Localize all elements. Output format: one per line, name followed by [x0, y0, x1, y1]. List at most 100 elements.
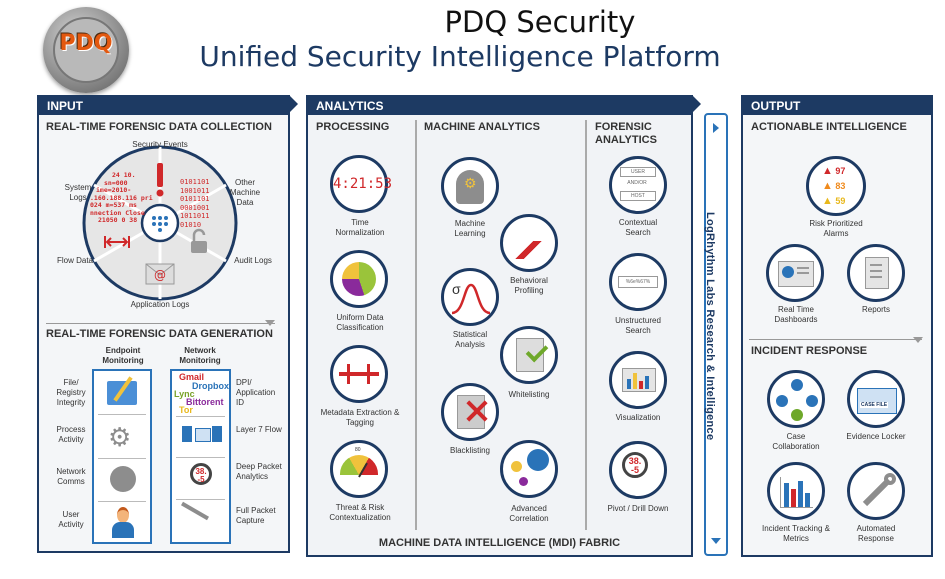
correlation-bubble — [527, 449, 549, 471]
unstructured-search-circle: %6e%67% — [609, 253, 667, 311]
incident-tracking-circle — [767, 462, 825, 520]
label-unstructured-search: Unstructured Search — [615, 316, 661, 335]
search-field: USER — [620, 167, 656, 177]
binary-line: 0001001 — [180, 203, 210, 212]
label-reports: Reports — [861, 305, 890, 314]
pivot-value: -5 — [630, 465, 639, 475]
tag-icon — [347, 364, 350, 384]
log-line: nnection Close — [90, 208, 145, 217]
label-incident-tracking: Incident Tracking & Metrics — [761, 524, 831, 543]
case-file-icon: CASE FILE — [857, 388, 897, 414]
chevron-down-icon — [265, 320, 275, 326]
label-case-collaboration: Case Collaboration — [772, 432, 820, 451]
label-dashboards: Real Time Dashboards — [774, 305, 818, 324]
label-blacklisting: Blacklisting — [449, 446, 490, 455]
row-label-deep-packet: Deep Packet Analytics — [236, 462, 282, 481]
alarm-row: ▲ 83 — [822, 180, 846, 192]
divider — [176, 416, 225, 417]
actionable-title: ACTIONABLE INTELLIGENCE — [751, 121, 907, 133]
collaboration-icon — [776, 395, 788, 407]
label-time-normalization: Time Normalization — [335, 218, 385, 237]
app-name: Bittorent — [186, 397, 224, 407]
magnifier-icon: 38. -5 — [622, 452, 648, 478]
vertical-label: LogRhythm Labs Research & Intelligence — [704, 212, 716, 441]
log-line: .160.188.116 pri — [90, 193, 153, 202]
svg-text:@: @ — [154, 268, 166, 282]
gauge-icon — [340, 455, 378, 475]
contextual-search-circle: USER AND/OR HOST — [609, 156, 667, 214]
hub-dots-icon — [152, 216, 168, 232]
row-label-dpi-app-id: DPI/ Application ID — [236, 378, 276, 407]
log-line: 24 10. — [112, 171, 136, 179]
label-evidence-locker: Evidence Locker — [846, 432, 906, 441]
pie-icon — [342, 262, 376, 296]
search-field: AND/OR — [627, 180, 647, 186]
collection-title: REAL-TIME FORENSIC DATA COLLECTION — [46, 121, 272, 133]
generation-title: REAL-TIME FORENSIC DATA GENERATION — [46, 328, 273, 340]
correlation-bubble — [511, 461, 522, 472]
chevron-down-icon — [711, 538, 721, 544]
envelope-icon: @ — [145, 263, 175, 285]
logo-text: PDQ — [59, 31, 113, 56]
behavioral-circle — [500, 214, 558, 272]
divider — [98, 501, 146, 502]
flow-arrows-icon — [104, 236, 130, 248]
collaboration-icon — [791, 409, 803, 421]
alarm-value: 83 — [835, 181, 846, 191]
wheel-label-other-machine-data: Other Machine Data — [229, 178, 261, 207]
statistical-circle: σ — [441, 268, 499, 326]
log-line: ime=2010- — [96, 186, 132, 194]
label-risk-alarms: Risk Prioritized Alarms — [809, 219, 863, 238]
label-visualization: Visualization — [615, 413, 661, 422]
divider — [176, 457, 225, 458]
search-field: HOST — [620, 191, 656, 201]
wheel-label-audit-logs: Audit Logs — [234, 256, 272, 265]
page-subtitle: Unified Security Intelligence Platform — [199, 40, 721, 73]
pdq-logo: PDQ — [43, 7, 129, 93]
folder-icon — [107, 376, 137, 405]
reports-circle — [847, 244, 905, 302]
app-name: Tor — [179, 405, 193, 415]
padlock-icon — [191, 228, 207, 253]
app-name: Dropbox — [192, 381, 229, 391]
label-metadata-extraction: Metadata Extraction & Tagging — [320, 408, 400, 427]
alarm-row: ▲ 59 — [822, 195, 846, 207]
input-arrow — [289, 95, 298, 113]
gauge-tick: 80 — [355, 447, 361, 453]
label-machine-learning: Machine Learning — [454, 219, 486, 238]
clock-circle: 4:21:53 — [330, 155, 392, 213]
network-column: Gmail Dropbox Lync Bittorent Tor 38. -5 — [170, 369, 231, 544]
blacklisting-circle — [441, 383, 499, 441]
page-title: PDQ Security — [444, 5, 636, 39]
divider — [98, 458, 146, 459]
wrench-icon — [884, 473, 896, 485]
chevron-right-icon — [713, 123, 719, 133]
label-whitelisting: Whitelisting — [508, 390, 550, 399]
row-label-file-registry: File/ Registry Integrity — [56, 378, 86, 407]
user-avatar-icon — [112, 507, 134, 539]
binary-snippet: 0101101 1001011 0101101 0001001 1011011 … — [180, 178, 210, 229]
dashboards-circle — [766, 244, 824, 302]
app-name: Lync — [174, 389, 195, 399]
evidence-locker-circle: CASE FILE — [847, 370, 905, 428]
log-line: sn=000 — [104, 178, 128, 187]
pivot-circle: 38. -5 — [609, 441, 667, 499]
metadata-circle — [330, 345, 388, 403]
binary-line: 01010 — [180, 220, 202, 229]
analytics-arrow — [692, 95, 701, 113]
magnifier-icon: 38. -5 — [190, 463, 212, 485]
wheel-label-flow-data: Flow Data — [56, 256, 93, 265]
forensic-analytics-title: FORENSIC ANALYTICS — [595, 121, 657, 146]
output-heading: OUTPUT — [743, 97, 931, 115]
tag-icon — [367, 364, 370, 384]
machine-analytics-title: MACHINE ANALYTICS — [424, 121, 540, 133]
sigma-symbol: σ — [452, 281, 461, 297]
log-line: 024 m=537 ms — [90, 201, 137, 209]
correlation-circle — [500, 440, 558, 498]
dashboard-chart-icon — [622, 368, 656, 392]
row-label-full-packet: Full Packet Capture — [236, 506, 276, 525]
correlation-bubble — [519, 477, 528, 486]
label-statistical-analysis: Statistical Analysis — [452, 330, 488, 349]
binary-line: 0101101 — [180, 178, 210, 186]
label-advanced-correlation: Advanced Correlation — [509, 504, 549, 523]
